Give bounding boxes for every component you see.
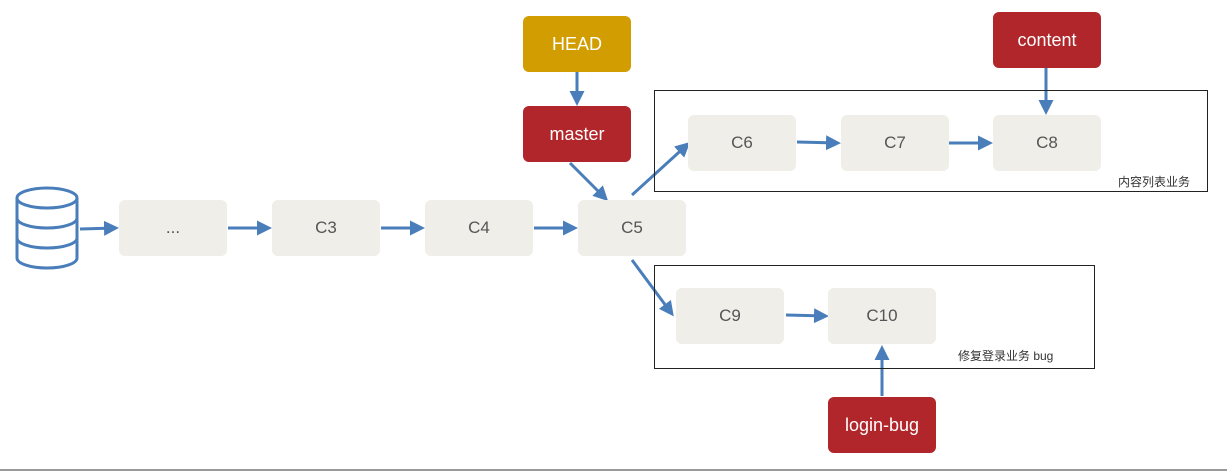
commit-c9: C9 (676, 288, 784, 344)
bottom-divider (0, 469, 1227, 471)
arrow-c5-to-c6 (630, 141, 691, 197)
commit-c8: C8 (993, 115, 1101, 171)
commit-ellipsis: ... (119, 200, 227, 256)
arrow-c9-to-c10 (785, 308, 829, 324)
commit-c10: C10 (828, 288, 936, 344)
group-bug-caption: 修复登录业务 bug (958, 349, 1054, 363)
database-icon (15, 186, 79, 270)
arrow-c6-to-c7 (796, 135, 841, 151)
arrow-master-to-c5 (568, 161, 609, 202)
commit-c6: C6 (688, 115, 796, 171)
group-bug-frame (654, 265, 1095, 369)
head-label: HEAD (523, 16, 631, 72)
group-content-caption: 内容列表业务 (1118, 175, 1191, 189)
commit-c4: C4 (425, 200, 533, 256)
commit-c5: C5 (578, 200, 686, 256)
commit-c7: C7 (841, 115, 949, 171)
login-bug-branch-label: login-bug (828, 397, 936, 453)
commit-c3: C3 (272, 200, 380, 256)
group-content-frame (654, 90, 1208, 192)
master-branch-label: master (523, 106, 631, 162)
arrow-c5-to-c9 (630, 259, 674, 317)
content-branch-label: content (993, 12, 1101, 68)
arrow-db-to-ellipsis (79, 220, 119, 236)
